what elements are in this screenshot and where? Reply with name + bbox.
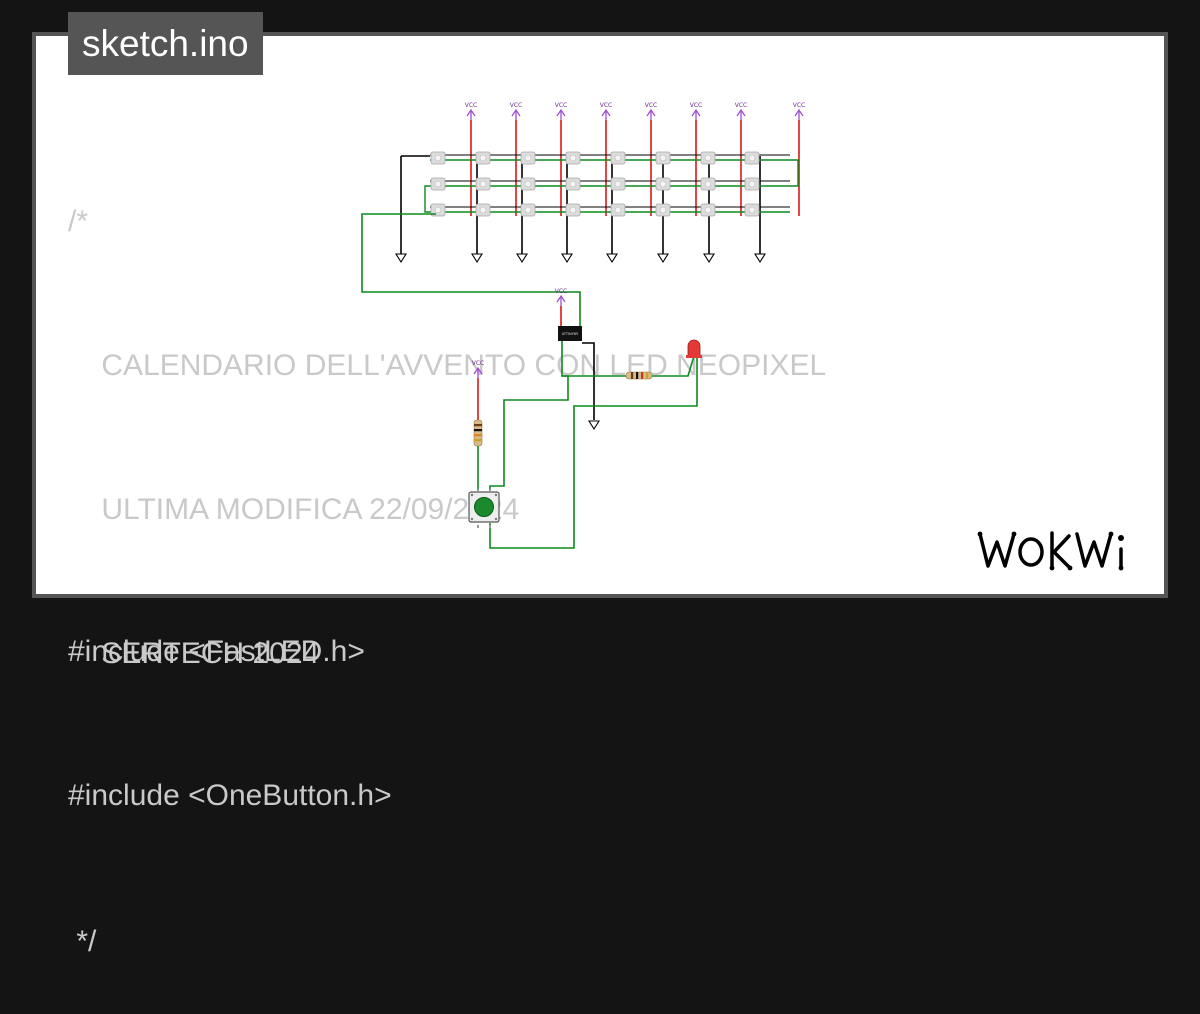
neopixel-led <box>610 177 626 191</box>
circuit-diagram: VCC VCC VCC VCC VCC VCC VCC VCC ATTINY85 VCC VCC <box>361 102 805 549</box>
neopixel-led <box>520 203 536 217</box>
red-led <box>686 339 702 358</box>
neopixel-led <box>700 177 716 191</box>
neopixel-led <box>520 177 536 191</box>
ground-symbol <box>606 253 618 264</box>
ground-symbol <box>471 253 483 264</box>
wokwi-logo <box>977 531 1124 571</box>
code-line: */ <box>68 925 97 958</box>
ground-symbol <box>657 253 669 264</box>
neopixel-led <box>655 177 671 191</box>
neopixel-led <box>655 203 671 217</box>
neopixel-led <box>430 203 446 217</box>
vcc-symbol: VCC <box>510 102 522 120</box>
neopixel-matrix: VCC VCC VCC VCC VCC VCC VCC VCC <box>395 102 805 264</box>
neopixel-led <box>475 151 491 165</box>
neopixel-led <box>520 151 536 165</box>
neopixel-led <box>430 177 446 191</box>
ground-symbol <box>395 253 407 264</box>
neopixel-led <box>610 203 626 217</box>
vcc-label: VCC <box>690 102 702 109</box>
neopixel-led <box>565 151 581 165</box>
vcc-symbol: VCC <box>555 288 567 306</box>
pullup-resistor <box>473 419 483 447</box>
neopixel-led <box>655 151 671 165</box>
resistor <box>625 371 653 380</box>
code-line: #include <OneButton.h> <box>68 779 392 812</box>
neopixel-led <box>475 177 491 191</box>
vcc-label: VCC <box>555 288 567 295</box>
vcc-symbol: VCC <box>465 102 477 120</box>
neopixel-led <box>700 151 716 165</box>
vcc-label: VCC <box>510 102 522 109</box>
neopixel-led <box>475 203 491 217</box>
vcc-label: VCC <box>600 102 612 109</box>
neopixel-led <box>610 151 626 165</box>
ground-symbol <box>754 253 766 264</box>
vcc-symbol: VCC <box>735 102 747 120</box>
neopixel-led <box>565 177 581 191</box>
ground-symbol <box>561 253 573 264</box>
vcc-symbol: VCC <box>645 102 657 120</box>
vcc-label: VCC <box>645 102 657 109</box>
vcc-label: VCC <box>465 102 477 109</box>
vcc-symbol: VCC <box>793 102 805 120</box>
ground-symbol <box>703 253 715 264</box>
file-tab[interactable]: sketch.ino <box>68 12 263 75</box>
attiny85-chip: ATTINY85 <box>558 326 582 341</box>
vcc-symbol: VCC <box>690 102 702 120</box>
vcc-label: VCC <box>735 102 747 109</box>
code-line: /* <box>68 205 89 238</box>
ground-symbol <box>588 420 600 431</box>
pushbutton <box>468 489 500 528</box>
neopixel-led <box>744 177 760 191</box>
neopixel-led <box>744 151 760 165</box>
neopixel-led <box>700 203 716 217</box>
diagram-card <box>32 32 1168 598</box>
ground-symbol <box>516 253 528 264</box>
vcc-symbol: VCC <box>472 360 484 378</box>
code-line: #include <FastLED.h> <box>68 635 365 668</box>
vcc-symbol: VCC <box>555 102 567 120</box>
neopixel-led <box>430 151 446 165</box>
vcc-label: VCC <box>472 360 484 367</box>
vcc-label: VCC <box>793 102 805 109</box>
chip-label: ATTINY85 <box>562 332 579 336</box>
neopixel-led <box>565 203 581 217</box>
vcc-symbol: VCC <box>600 102 612 120</box>
neopixel-led <box>744 203 760 217</box>
vcc-label: VCC <box>555 102 567 109</box>
